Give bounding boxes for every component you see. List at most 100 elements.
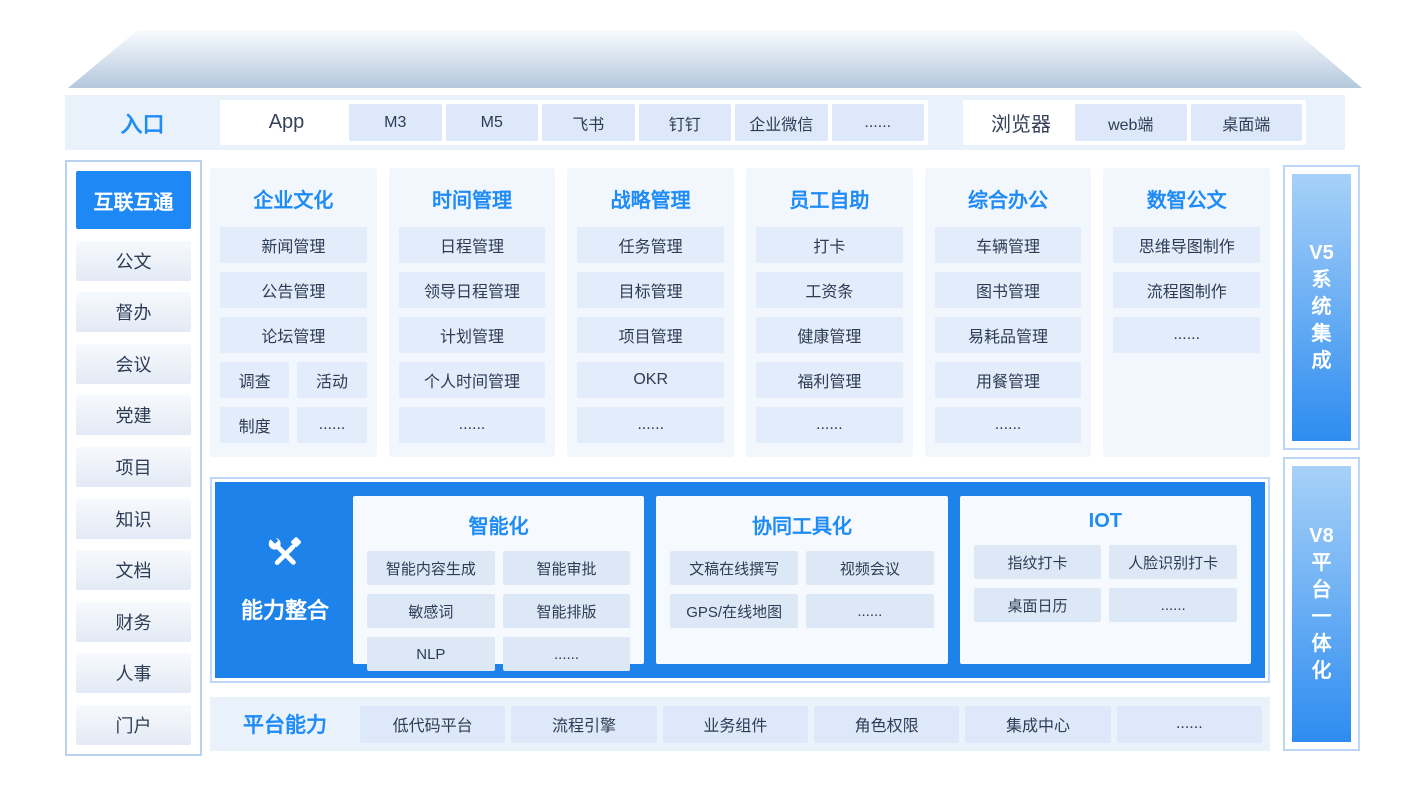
browser-entry-chip[interactable]: web端: [1075, 104, 1187, 141]
capability-chip[interactable]: 指纹打卡: [973, 545, 1102, 579]
module-chip-row: ......: [1113, 317, 1261, 353]
capability-chip[interactable]: ......: [1109, 588, 1237, 622]
module-chip[interactable]: 计划管理: [398, 317, 546, 353]
platform-chip[interactable]: 流程引擎: [511, 705, 657, 743]
module-chip[interactable]: 易耗品管理: [934, 317, 1082, 353]
top-lid-shape: [68, 30, 1362, 88]
sidebar-item[interactable]: 财务: [76, 601, 191, 642]
sidebar-item[interactable]: 人事: [76, 653, 191, 694]
module-chip[interactable]: 个人时间管理: [398, 362, 546, 398]
module-chip[interactable]: ......: [934, 407, 1082, 443]
module-chip-row: 图书管理: [934, 272, 1082, 308]
platform-chip[interactable]: 角色权限: [813, 705, 960, 743]
module-chip-row: 思维导图制作: [1113, 227, 1261, 263]
module-chip[interactable]: 工资条: [756, 272, 903, 308]
app-group-label: App: [268, 111, 305, 133]
capability-chip[interactable]: 智能审批: [502, 551, 631, 585]
v-bar-char: 成: [1311, 350, 1332, 372]
sidebar-item-active[interactable]: 互联互通: [76, 171, 191, 229]
sidebar-item[interactable]: 知识: [76, 498, 191, 539]
module-chip[interactable]: 用餐管理: [934, 362, 1082, 398]
capability-chip-row: 智能内容生成智能审批: [367, 551, 631, 585]
sidebar-item[interactable]: 门户: [76, 704, 191, 745]
platform-chip[interactable]: 低代码平台: [360, 705, 506, 743]
capability-group: IOT 指纹打卡人脸识别打卡桌面日历......: [959, 496, 1251, 664]
module-chip[interactable]: 项目管理: [577, 317, 725, 353]
capability-chip[interactable]: 智能内容生成: [367, 551, 495, 585]
module-chip[interactable]: ......: [1113, 317, 1261, 353]
module-chip[interactable]: 领导日程管理: [398, 272, 546, 308]
capability-chip[interactable]: 敏感词: [367, 594, 495, 628]
platform-chip[interactable]: ......: [1116, 705, 1262, 743]
app-entry-chip[interactable]: ......: [831, 104, 924, 141]
capability-chip[interactable]: GPS/在线地图: [670, 594, 798, 628]
sidebar-item[interactable]: 项目: [76, 446, 191, 487]
module-column: 综合办公车辆管理图书管理易耗品管理用餐管理......: [924, 168, 1092, 457]
capability-chip-row: 文稿在线撰写视频会议: [670, 551, 934, 585]
module-chip[interactable]: 福利管理: [756, 362, 903, 398]
module-chip[interactable]: 健康管理: [756, 317, 903, 353]
platform-chip[interactable]: 集成中心: [965, 705, 1111, 743]
module-chip-row: 目标管理: [577, 272, 725, 308]
app-entry-chip[interactable]: 钉钉: [638, 104, 731, 141]
module-chip[interactable]: 任务管理: [577, 227, 725, 263]
module-chip[interactable]: 思维导图制作: [1113, 227, 1261, 263]
browser-chip-list: web端桌面端: [1075, 104, 1302, 141]
capability-chip[interactable]: 智能排版: [502, 594, 631, 628]
capability-chip[interactable]: 桌面日历: [973, 588, 1102, 622]
module-chip-row: 个人时间管理: [398, 362, 546, 398]
module-chip[interactable]: 打卡: [756, 227, 903, 263]
module-chip[interactable]: 车辆管理: [934, 227, 1082, 263]
v-bar-char: V5: [1309, 242, 1334, 264]
module-chip[interactable]: 目标管理: [577, 272, 725, 308]
platform-chip[interactable]: 业务组件: [662, 705, 808, 743]
module-chip[interactable]: ......: [398, 407, 546, 443]
capability-group-title: IOT: [1088, 510, 1122, 532]
sidebar-item[interactable]: 会议: [76, 343, 191, 384]
capability-chip[interactable]: 文稿在线撰写: [670, 551, 798, 585]
v-bar-char: 一: [1311, 606, 1332, 628]
module-chip-row: 新闻管理: [220, 227, 367, 263]
module-chip[interactable]: 流程图制作: [1113, 272, 1261, 308]
app-entry-chip[interactable]: M5: [445, 104, 538, 141]
app-entry-chip[interactable]: M3: [349, 104, 442, 141]
capability-chip[interactable]: 人脸识别打卡: [1109, 545, 1237, 579]
module-chip[interactable]: 公告管理: [220, 272, 367, 308]
module-chip-row: ......: [577, 407, 725, 443]
sidebar-item[interactable]: 党建: [76, 395, 191, 436]
module-chip[interactable]: 日程管理: [398, 227, 546, 263]
sidebar-item[interactable]: 文档: [76, 550, 191, 591]
module-column: 时间管理日程管理领导日程管理计划管理个人时间管理......: [388, 168, 556, 457]
app-entry-chip[interactable]: 企业微信: [735, 104, 828, 141]
module-chip[interactable]: 制度: [220, 407, 290, 443]
capability-chip[interactable]: ......: [806, 594, 934, 628]
app-entry-chip[interactable]: 飞书: [542, 104, 635, 141]
capability-chip[interactable]: 视频会议: [806, 551, 934, 585]
module-title: 员工自助: [789, 190, 870, 212]
module-chip-row: 打卡: [756, 227, 903, 263]
module-chip[interactable]: 新闻管理: [220, 227, 367, 263]
browser-entry-chip[interactable]: 桌面端: [1190, 104, 1302, 141]
module-chip[interactable]: ......: [297, 407, 367, 443]
sidebar-item[interactable]: 公文: [76, 240, 191, 281]
module-chip[interactable]: 活动: [297, 362, 367, 398]
browser-group-label: 浏览器: [991, 114, 1051, 136]
module-chip[interactable]: ......: [577, 407, 725, 443]
module-chip-row: 项目管理: [577, 317, 725, 353]
browser-group: 浏览器 web端桌面端: [963, 100, 1306, 145]
module-chip[interactable]: 调查: [220, 362, 290, 398]
module-chip[interactable]: 图书管理: [934, 272, 1082, 308]
sidebar-item[interactable]: 督办: [76, 292, 191, 333]
module-chip-row: 领导日程管理: [398, 272, 546, 308]
capability-chip[interactable]: ......: [502, 637, 631, 671]
module-chip-row: 调查活动: [220, 362, 367, 398]
module-chip[interactable]: 论坛管理: [220, 317, 367, 353]
module-chip[interactable]: ......: [756, 407, 903, 443]
module-chip[interactable]: OKR: [577, 362, 725, 398]
capability-chip[interactable]: NLP: [367, 637, 495, 671]
